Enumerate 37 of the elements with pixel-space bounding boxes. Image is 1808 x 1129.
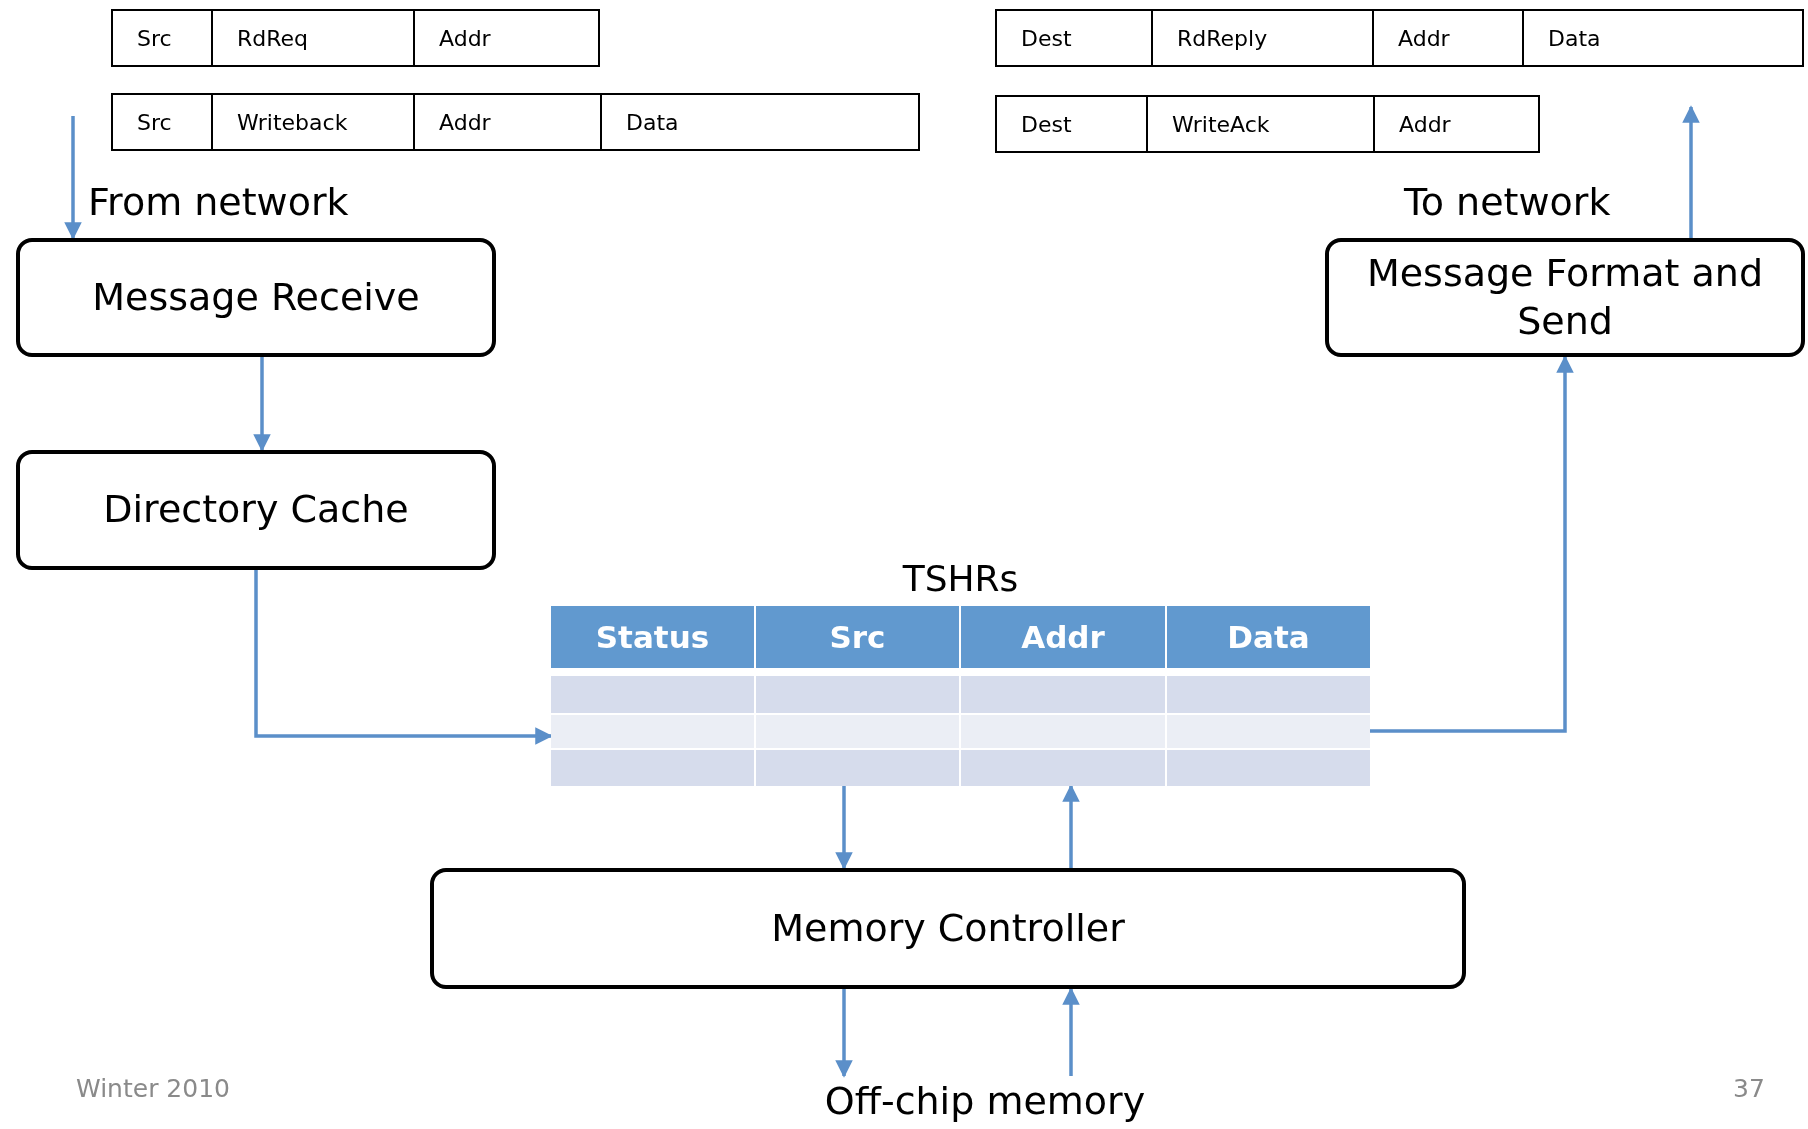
field-cell: Addr xyxy=(413,9,600,67)
process-box: Message Format and Send xyxy=(1325,238,1805,357)
arrow xyxy=(253,357,271,452)
text-label: To network xyxy=(1404,180,1611,224)
arrow xyxy=(1062,784,1080,868)
field-cell: Dest xyxy=(995,9,1153,67)
field-cell: Addr xyxy=(413,93,602,151)
arrow xyxy=(64,116,82,240)
footer-text: Winter 2010 xyxy=(76,1074,230,1103)
arrow xyxy=(1062,987,1080,1076)
field-cell: Addr xyxy=(1373,95,1540,153)
field-cell: Data xyxy=(1522,9,1804,67)
field-cell: RdReply xyxy=(1151,9,1374,67)
field-cell: Data xyxy=(600,93,920,151)
process-box: Directory Cache xyxy=(16,450,496,570)
field-cell: RdReq xyxy=(211,9,415,67)
column-header: Src xyxy=(756,606,959,668)
arrow xyxy=(254,570,553,745)
table-title: TSHRs xyxy=(901,558,1020,599)
field-cell: Src xyxy=(111,93,213,151)
text-label: From network xyxy=(88,180,349,224)
field-cell: Dest xyxy=(995,95,1148,153)
field-cell: Addr xyxy=(1372,9,1524,67)
field-cell: WriteAck xyxy=(1146,95,1375,153)
arrow xyxy=(1682,105,1700,238)
column-header: Addr xyxy=(961,606,1165,668)
column-header: Status xyxy=(551,606,754,668)
column-header: Data xyxy=(1167,606,1370,668)
footer-text: 37 xyxy=(1733,1074,1765,1103)
process-box: Memory Controller xyxy=(430,868,1466,989)
process-box: Message Receive xyxy=(16,238,496,357)
text-label: Off-chip memory xyxy=(810,1076,1160,1126)
arrow xyxy=(835,989,853,1078)
field-cell: Src xyxy=(111,9,213,67)
field-cell: Writeback xyxy=(211,93,415,151)
arrow xyxy=(1370,355,1574,733)
arrow xyxy=(835,786,853,870)
